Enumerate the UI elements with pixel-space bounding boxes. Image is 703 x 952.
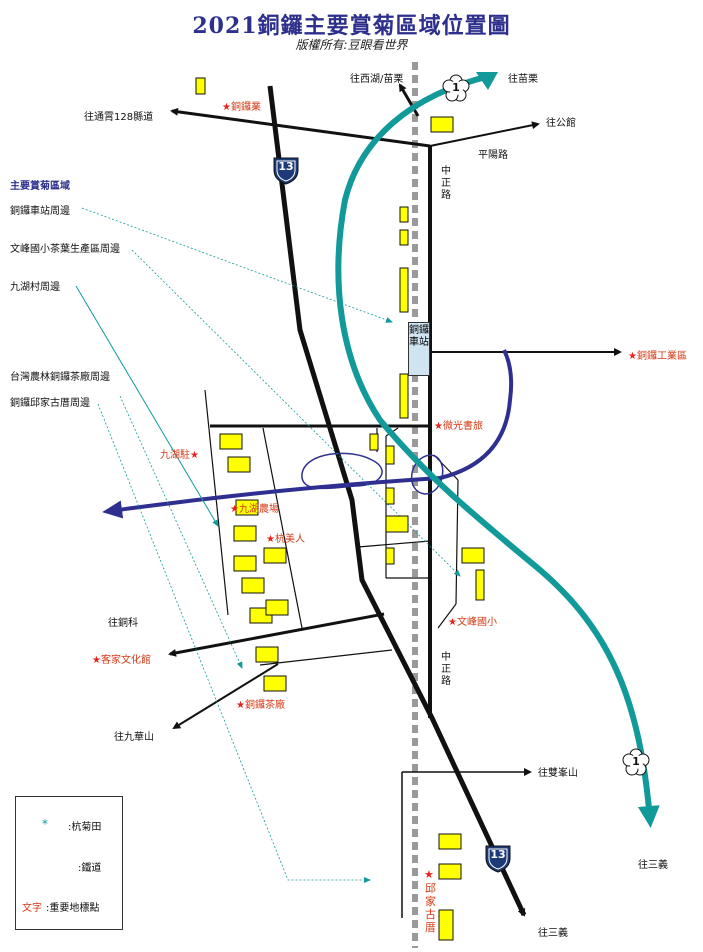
label-to-xihu-miaoli: 往西湖/苗栗	[350, 74, 404, 85]
landmark-hakka-museum: ★客家文化館	[92, 651, 151, 666]
legend-rail-label: :鐵道	[78, 863, 102, 874]
legend-field-symbol: *	[42, 817, 48, 831]
road-to-jiuhuashan	[172, 663, 279, 730]
label-to-jiuhuashan: 往九華山	[114, 732, 154, 743]
highway-13	[267, 85, 527, 917]
highway-13-shield-bottom	[485, 845, 511, 873]
highway-1-shield-bottom	[622, 748, 650, 776]
label-to-gongguan: 往公館	[546, 118, 576, 129]
area-item-jiuhu: 九湖村周邊	[10, 282, 60, 293]
landmark-star-icon: ★	[222, 102, 231, 113]
chrysanthemum-fields	[195, 77, 485, 941]
landmark-star-icon: ★	[448, 617, 457, 628]
highway-1-number-bottom: 1	[632, 755, 640, 768]
highway-1-top-arrow	[476, 72, 498, 90]
area-item-qiu-house: 銅鑼邱家古厝周邊	[10, 398, 90, 409]
landmark-tea-factory: ★銅鑼茶廠	[236, 696, 285, 711]
legend-sample-text: 文字	[22, 903, 42, 914]
landmark-label: 客家文化館	[100, 655, 151, 666]
legend-landmark-label: :重要地標點	[46, 903, 100, 914]
legend-field-label: :杭菊田	[68, 822, 102, 833]
landmark-star-icon: ★	[628, 351, 637, 362]
landmark-label: 銅鑼茶廠	[244, 700, 285, 711]
landmark-jiuhu-farm: ★九湖農場	[230, 500, 279, 515]
label-to-shuangfengshan: 往雙峯山	[538, 768, 578, 779]
label-to-tongxiao: 往通霄128縣道	[84, 112, 154, 123]
landmark-star-icon: ★	[92, 655, 101, 666]
highway-13-number-bottom: 13	[490, 848, 506, 861]
landmark-tongluo-ye: ★銅鑼業	[222, 98, 261, 113]
area-item-wenfeng: 文峰國小茶葉生產區周邊	[10, 244, 120, 255]
area-item-tea-factory: 台灣農林銅鑼茶廠周邊	[10, 372, 110, 383]
label-zhongzheng-road-north: 中正路	[441, 166, 451, 201]
highway-1-number-top: 1	[452, 81, 460, 94]
tongluo-station: 銅鑼車站	[408, 322, 430, 376]
landmark-label: 九湖駐	[160, 450, 190, 461]
page-subtitle: 版權所有:豆眼看世界	[295, 38, 408, 52]
landmark-label: 銅鑼業	[230, 102, 261, 113]
landmark-star-icon: ★	[190, 450, 199, 461]
label-to-sanyi-hw13: 往三義	[538, 928, 568, 939]
landmark-label: 九湖農場	[238, 504, 279, 515]
landmark-weiguang-bookstore: ★微光書旅	[434, 417, 483, 432]
highway-13-shield-top	[273, 157, 299, 185]
landmark-qiu-house-star: ★	[424, 868, 434, 881]
landmark-wenfeng-school: ★文峰國小	[448, 613, 497, 628]
label-pingyang-road: 平陽路	[478, 150, 508, 161]
landmark-star-icon: ★	[236, 700, 245, 711]
landmark-star-icon: ★	[230, 504, 239, 515]
label-to-sanyi-hw1: 往三義	[638, 860, 668, 871]
area-item-station: 銅鑼車站周邊	[10, 206, 70, 217]
landmark-industrial-zone: ★銅鑼工業區	[628, 347, 687, 362]
landmark-star-icon: ★	[424, 868, 434, 881]
landmark-star-icon: ★	[434, 421, 443, 432]
landmark-label: 銅鑼工業區	[636, 351, 687, 362]
landmark-star-icon: ★	[266, 534, 275, 545]
highway-1-shield-top	[442, 74, 470, 102]
landmark-jiuhu-inn: 九湖駐★	[160, 446, 199, 461]
bypass-loop	[410, 454, 444, 495]
highway-13-number-top: 13	[278, 160, 294, 173]
landmark-hang-meiren: ★杭美人	[266, 530, 305, 545]
landmark-qiu-house: 邱家古厝	[425, 882, 436, 934]
page-title: 2021銅鑼主要賞菊區域位置圖	[192, 13, 511, 39]
legend	[15, 796, 123, 930]
label-zhongzheng-road-south: 中正路	[441, 652, 451, 687]
areas-heading: 主要賞菊區域	[10, 181, 70, 192]
landmark-label: 微光書旅	[442, 421, 483, 432]
label-to-miaoli: 往苗栗	[508, 74, 538, 85]
road-to-xihu	[398, 83, 420, 117]
highway-1	[335, 73, 660, 828]
road-to-tongke	[168, 612, 385, 657]
label-to-tongke: 往銅科	[108, 618, 138, 629]
area-leader-jiuhu	[75, 285, 219, 527]
landmark-label: 杭美人	[274, 534, 305, 545]
road-to-tongxiao	[170, 107, 431, 148]
bypass-oval	[301, 452, 383, 490]
bypass-road	[102, 349, 514, 519]
road-to-gongguan	[429, 121, 540, 147]
landmark-label: 文峰國小	[456, 617, 497, 628]
